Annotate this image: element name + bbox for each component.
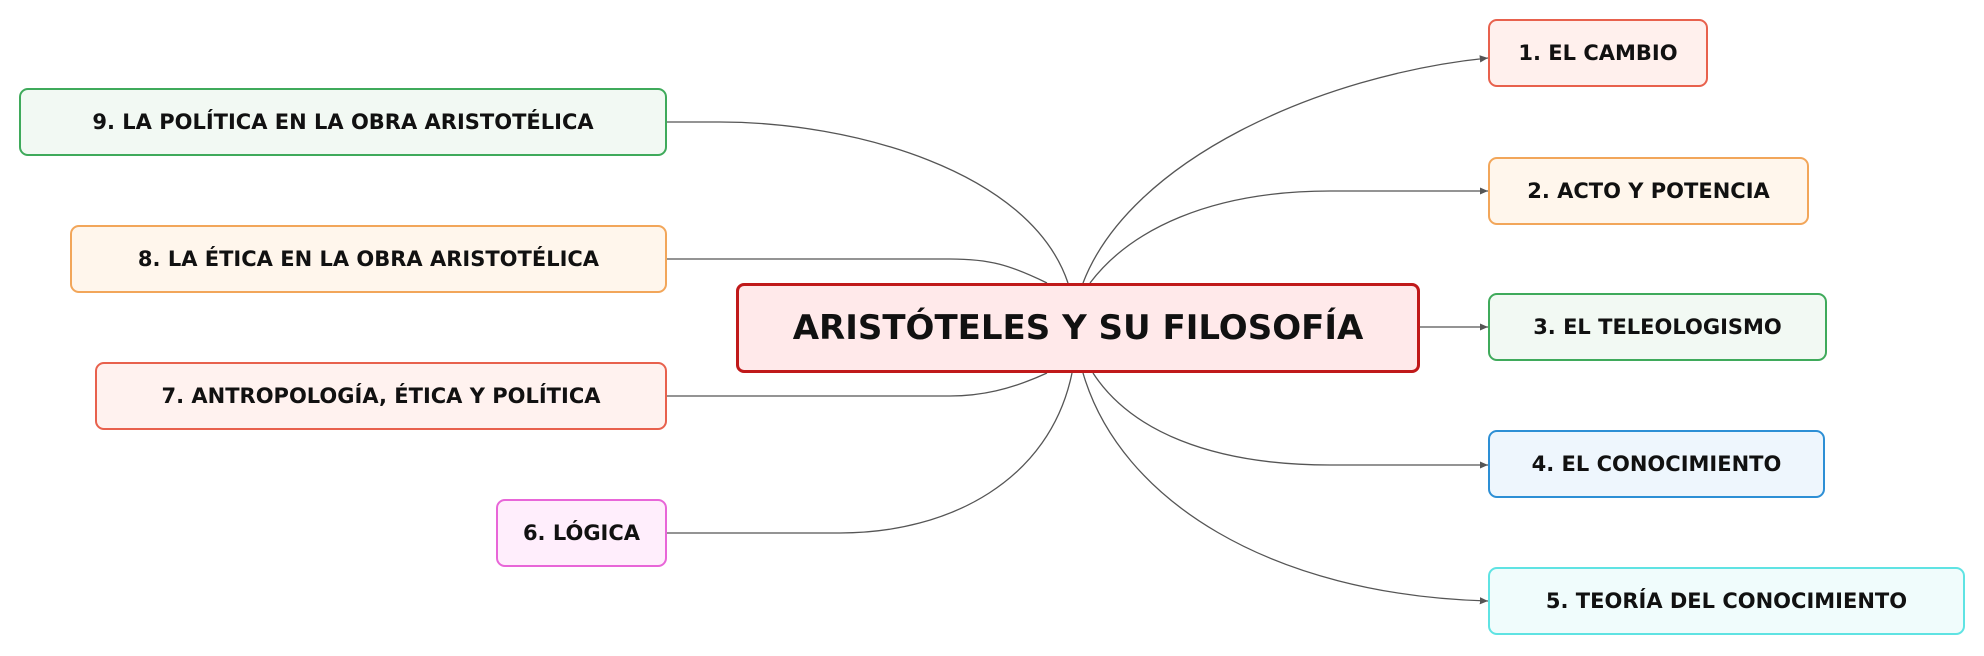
connector-n9 — [667, 121, 1069, 284]
topic-el-teleologismo[interactable]: 3. EL TELEOLOGISMO — [1488, 293, 1827, 361]
connector-n4 — [1092, 372, 1488, 469]
connector-n1 — [1082, 55, 1489, 284]
connector-n5 — [1082, 372, 1489, 605]
topic-logica[interactable]: 6. LÓGICA — [496, 499, 667, 567]
topic-etica-obra-aristotelica[interactable]: 8. LA ÉTICA EN LA OBRA ARISTOTÉLICA — [70, 225, 667, 293]
connector-n8 — [667, 258, 1048, 284]
topic-politica-obra-aristotelica[interactable]: 9. LA POLÍTICA EN LA OBRA ARISTOTÉLICA — [19, 88, 667, 156]
central-topic[interactable]: ARISTÓTELES Y SU FILOSOFÍA — [736, 283, 1420, 373]
topic-el-cambio[interactable]: 1. EL CAMBIO — [1488, 19, 1708, 87]
connector-n7 — [667, 372, 1048, 397]
topic-acto-y-potencia[interactable]: 2. ACTO Y POTENCIA — [1488, 157, 1809, 225]
connector-n2 — [1089, 187, 1488, 284]
topic-teoria-del-conocimiento[interactable]: 5. TEORÍA DEL CONOCIMIENTO — [1488, 567, 1965, 635]
topic-antropologia-etica-politica[interactable]: 7. ANTROPOLOGÍA, ÉTICA Y POLÍTICA — [95, 362, 667, 430]
connector-n6 — [667, 372, 1073, 534]
topic-el-conocimiento[interactable]: 4. EL CONOCIMIENTO — [1488, 430, 1825, 498]
